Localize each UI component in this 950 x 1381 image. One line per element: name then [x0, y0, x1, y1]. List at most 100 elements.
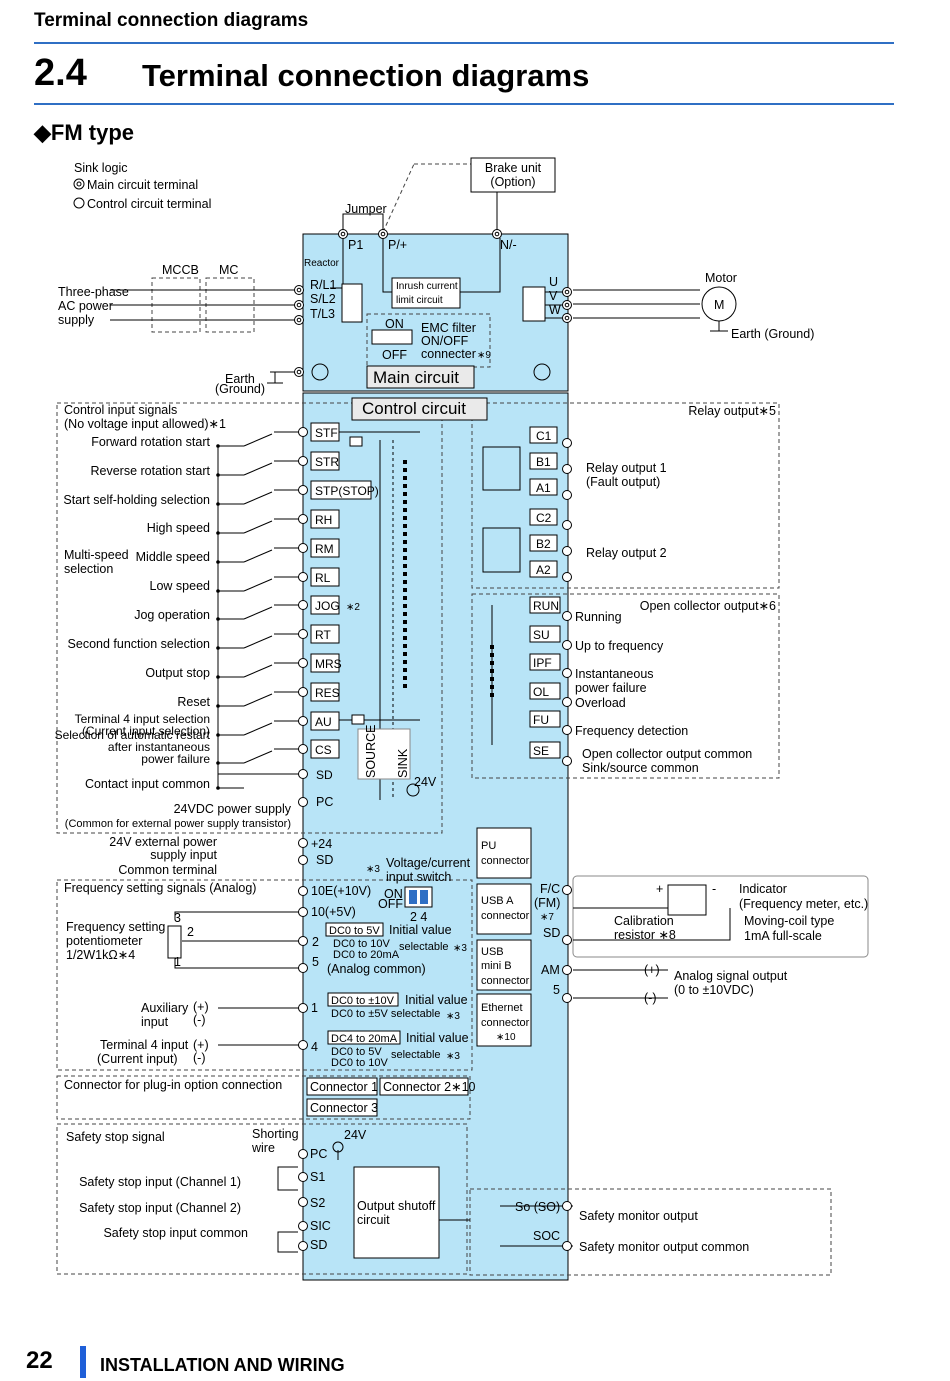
aux-terminal-10	[298, 1172, 308, 1182]
main-terminal-5	[492, 229, 502, 239]
control-terminal-9	[298, 687, 308, 697]
vi-switch-line1: Voltage/current	[386, 856, 471, 870]
footer-bar	[80, 1346, 86, 1378]
aux-plus: (+)	[193, 1000, 209, 1014]
terminal-cs: CS	[315, 743, 332, 757]
safety-box	[56, 1123, 468, 1275]
inrush-box	[391, 277, 461, 309]
aux-terminal-17	[562, 993, 572, 1003]
usbb-line3: connector	[481, 975, 530, 987]
pot-line3: 1/2W1kΩ∗4	[66, 948, 135, 962]
input-label-5-0: Low speed	[150, 579, 211, 593]
main-terminal-9	[294, 367, 304, 377]
aux-line2: input	[141, 1015, 169, 1029]
terminal-box-str	[310, 451, 340, 471]
emc-off: OFF	[382, 348, 407, 362]
oc-box-ipf	[529, 653, 561, 671]
main-terminal-7	[562, 300, 572, 310]
safety-header: Safety stop signal	[66, 1130, 165, 1144]
brake-unit-line2: (Option)	[490, 175, 535, 189]
eth-line2: connector	[481, 1017, 530, 1029]
mc-label: MC	[219, 263, 238, 277]
vi-switch-line2: input switch	[386, 870, 451, 884]
safety-ch2: Safety stop input (Channel 2)	[79, 1201, 241, 1215]
oc-terminal-fu: FU	[533, 713, 549, 727]
reactor-label: Reactor	[304, 258, 340, 269]
safety-soc: SOC	[533, 1229, 560, 1243]
dc5pm-label: DC0 to ±5V selectable	[331, 1008, 440, 1020]
oc-terminal-ipf: IPF	[533, 656, 552, 670]
aux-terminal-16	[562, 965, 572, 975]
header-rule	[34, 42, 894, 44]
option-box	[56, 1075, 471, 1120]
input-label-2-0: Start self-holding selection	[63, 493, 210, 507]
relay1-line1: Relay output 1	[586, 461, 667, 475]
main-terminal-0	[294, 285, 304, 295]
aux-terminal-0	[298, 797, 308, 807]
control-input-box	[56, 402, 443, 834]
oc-label-1-0: Up to frequency	[575, 639, 664, 653]
t10e-label: 10E(+10V)	[311, 884, 371, 898]
pc-desc-line1: 24VDC power supply	[174, 802, 292, 816]
safety-so: So (SO)	[515, 1200, 560, 1214]
earth-line1: Earth	[225, 372, 255, 386]
aux-terminal-1	[298, 838, 308, 848]
ind-plus: +	[656, 882, 663, 896]
u-label: U	[549, 275, 558, 289]
relay-box-b2	[529, 534, 558, 552]
v24-label: 24V	[414, 775, 437, 789]
terminal-stpstop: STP(STOP)	[315, 484, 379, 498]
terminal-box-cs	[310, 739, 340, 759]
control-terminal-4	[298, 543, 308, 553]
shorting-line2: wire	[251, 1141, 275, 1155]
pot-pin1: 1	[174, 955, 181, 969]
relay-circle-b2	[562, 546, 572, 556]
control-circuit-label-box	[351, 397, 488, 421]
relay-box-a2	[529, 560, 558, 578]
terminal-mrs: MRS	[315, 657, 342, 671]
emc-on: ON	[385, 317, 404, 331]
dc0-10-label: DC0 to 10V	[331, 1057, 389, 1069]
rl1-label: R/L1	[310, 278, 336, 292]
terminal-rh: RH	[315, 513, 332, 527]
fc-line2: (FM)	[534, 896, 560, 910]
input-label-10-1: (Current input selection)	[82, 724, 210, 738]
terminal-rl: RL	[315, 571, 331, 585]
indicator-line4: 1mA full-scale	[744, 929, 822, 943]
calib-line2: resistor ∗8	[614, 928, 676, 942]
note3-a: ∗3	[366, 864, 380, 875]
control-terminal-7	[298, 629, 308, 639]
sd2-label: SD	[316, 853, 333, 867]
section-number: 2.4	[34, 52, 87, 94]
oc-circle-fu	[562, 725, 572, 735]
running-title: Terminal connection diagrams	[34, 10, 309, 31]
dc5-label: DC0 to 5V	[329, 925, 380, 937]
relay-circle-c2	[562, 520, 572, 530]
calib-line1: Calibration	[614, 914, 674, 928]
relay-circle-a2	[562, 572, 572, 582]
t4-line1: Terminal 4 input	[100, 1038, 189, 1052]
relay2-label: Relay output 2	[586, 546, 667, 560]
sl2-label: S/L2	[310, 292, 336, 306]
aux-terminal-18	[562, 1201, 572, 1211]
aux-minus: (-)	[193, 1013, 206, 1027]
inrush-line2: limit circuit	[396, 295, 443, 306]
terminal-box-rt	[310, 624, 340, 644]
t1-label: 1	[311, 1001, 318, 1015]
input-label-10-0: Terminal 4 input selection	[75, 712, 210, 726]
oc-circle-ol	[562, 697, 572, 707]
dc20-label: DC0 to 20mA	[333, 949, 400, 961]
usbb-line2: mini B	[481, 960, 512, 972]
safety-monitor-common: Safety monitor output common	[579, 1240, 749, 1254]
shutoff-line1: Output shutoff	[357, 1199, 436, 1213]
oc-terminal-ol: OL	[533, 685, 549, 699]
output-shutoff-box	[353, 1166, 440, 1259]
aux-terminal-6	[298, 963, 308, 973]
safety-24v: 24V	[344, 1128, 367, 1142]
safety-s1: S1	[310, 1170, 325, 1184]
t2-label: 2	[312, 935, 319, 949]
terminal-box-rl	[310, 567, 340, 587]
t4-label: 4	[311, 1040, 318, 1054]
note3-b: ∗3	[453, 943, 467, 954]
t4-line2: (Current input)	[97, 1052, 178, 1066]
